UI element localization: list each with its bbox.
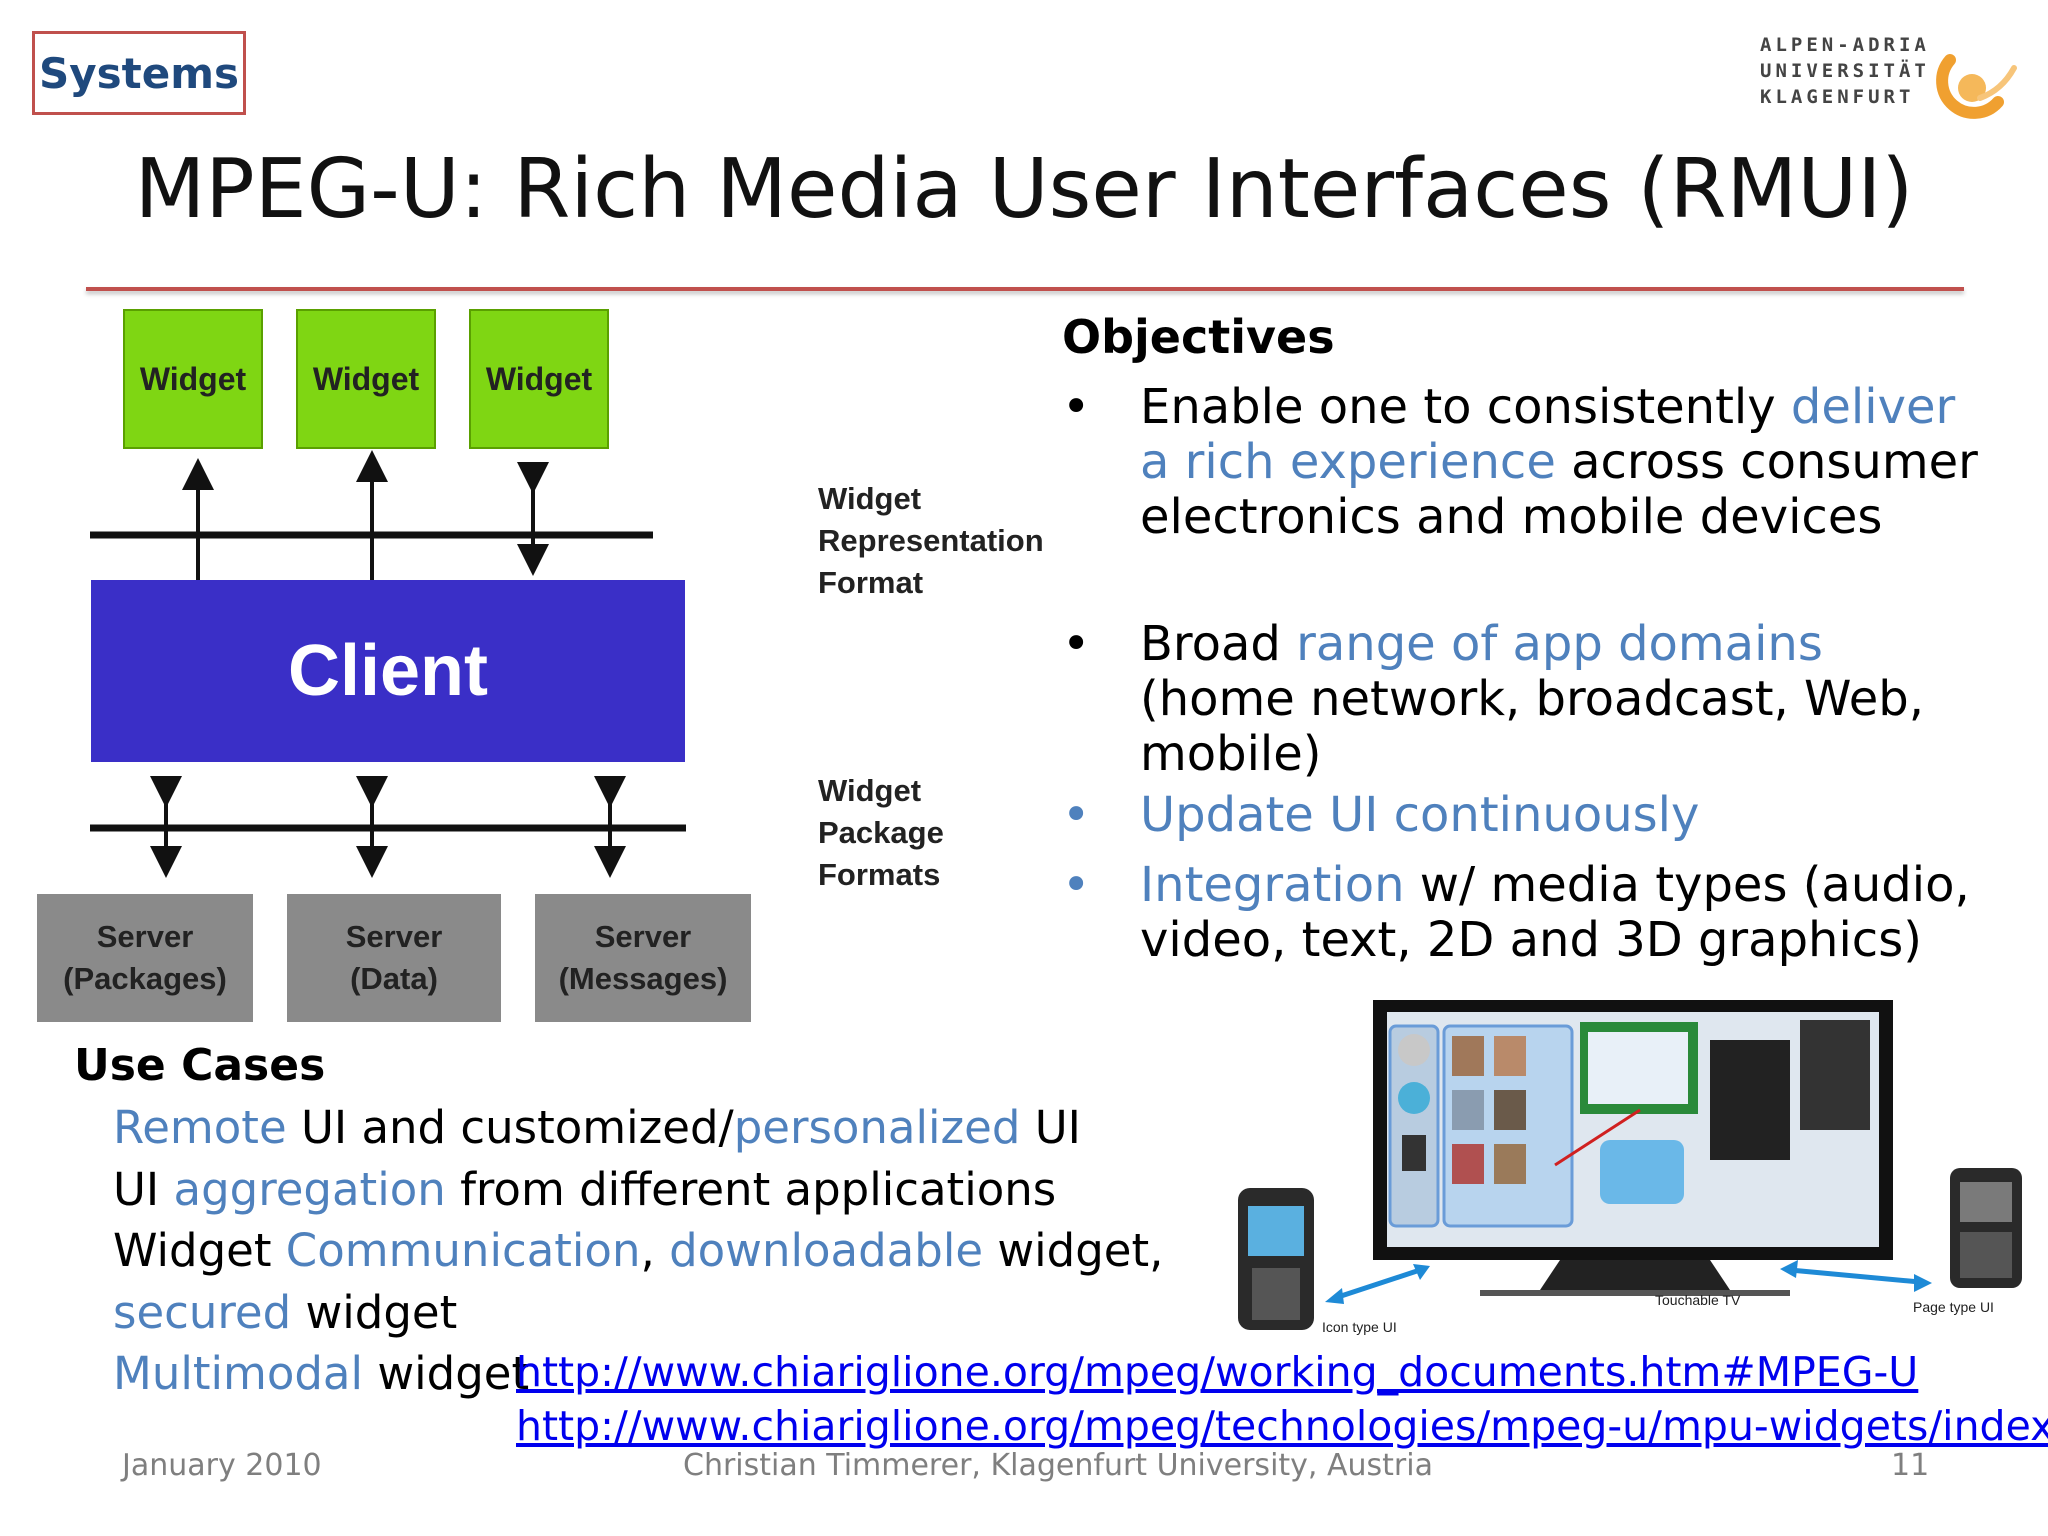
text-segment: across consumer electronics and mobile d… [1140, 434, 1978, 545]
server-label: Server [96, 919, 194, 954]
widget-representation-label: Widget Representation Format [818, 481, 1044, 600]
objective-text: Broad range of app domains (home network… [1140, 617, 1980, 782]
objective-text: Enable one to consistently deliver a ric… [1140, 380, 1980, 545]
title-divider [86, 287, 1964, 291]
use-case-item: secured widget [113, 1283, 457, 1343]
highlighted-text: Remote [113, 1101, 287, 1154]
text-segment: w/ media types (audio, video, text, 2D a… [1140, 857, 1970, 968]
highlighted-text: range of app domains [1296, 616, 1823, 672]
touchable-tv-illustration: Icon type UI Touchable TV Page type UI [1238, 1000, 2022, 1335]
logo-line-3: KLAGENFURT [1760, 86, 1915, 108]
text-segment: (home network, broadcast, Web, mobile) [1140, 671, 1924, 782]
text-segment: , [640, 1224, 670, 1277]
icon-type-ui-label: Icon type UI [1322, 1319, 1397, 1335]
highlighted-text: Integration [1140, 857, 1405, 913]
widget-box: Widget [123, 309, 263, 449]
text-segment: UI [113, 1162, 174, 1216]
highlighted-text: secured [113, 1285, 292, 1339]
page-type-ui-label: Page type UI [1913, 1299, 1994, 1315]
diagram-connectors [90, 450, 686, 878]
text-segment: Enable one to consistently [1140, 379, 1791, 435]
text-segment: widget, [983, 1224, 1164, 1277]
section-tag: Systems [32, 31, 246, 115]
server-label: Server [594, 919, 692, 954]
logo-line-1: ALPEN-ADRIA [1760, 34, 1930, 56]
use-cases-heading: Use Cases [74, 1040, 326, 1091]
tv-stand [1540, 1260, 1730, 1290]
text-segment: UI [1020, 1101, 1081, 1154]
bullet-icon: • [1062, 857, 1091, 913]
widget-package-label: Widget Package Formats [818, 773, 944, 892]
server-sublabel: (Messages) [558, 961, 728, 996]
logo-line-2: UNIVERSITÄT [1760, 60, 1930, 82]
use-case-item: Widget Communication, downloadable widge… [113, 1221, 1163, 1281]
text-segment: UI and customized/ [286, 1101, 734, 1154]
mpu-widgets-link[interactable]: http://www.chiariglione.org/mpeg/technol… [516, 1402, 2048, 1450]
server-box: Server (Packages) [37, 894, 253, 1022]
highlighted-text: Multimodal [113, 1347, 364, 1400]
university-logo: ALPEN-ADRIA UNIVERSITÄT KLAGENFURT [1760, 32, 2020, 122]
slide-title: MPEG-U: Rich Media User Interfaces (RMUI… [134, 142, 1914, 237]
footer-page-number: 11 [1891, 1448, 1930, 1483]
bullet-icon: • [1062, 379, 1091, 435]
footer-author: Christian Timmerer, Klagenfurt Universit… [683, 1448, 1433, 1483]
highlighted-text: Communication [285, 1224, 641, 1277]
text-segment: widget [291, 1285, 458, 1339]
touchable-tv-label: Touchable TV [1655, 1292, 1741, 1308]
use-case-item: Multimodal widget [113, 1344, 529, 1404]
text-segment: from different applications [445, 1162, 1057, 1216]
highlighted-text: Update UI continuously [1140, 787, 1700, 843]
use-case-item: Remote UI and customized/personalized UI [113, 1098, 1081, 1158]
text-segment: Widget [113, 1224, 286, 1277]
text-segment: Broad [1140, 616, 1297, 672]
objective-text: Integration w/ media types (audio, video… [1140, 858, 1980, 968]
client-box: Client [91, 580, 685, 762]
footer-date: January 2010 [122, 1448, 322, 1483]
server-box: Server (Data) [287, 894, 501, 1022]
server-label: Server [345, 919, 443, 954]
objectives-heading: Objectives [1062, 310, 1335, 364]
highlighted-text: personalized [733, 1101, 1021, 1154]
use-case-item: UI aggregation from different applicatio… [113, 1160, 1056, 1220]
text-segment: widget [363, 1347, 530, 1400]
widget-box: Widget [296, 309, 436, 449]
highlighted-text: aggregation [173, 1162, 446, 1216]
working-documents-link[interactable]: http://www.chiariglione.org/mpeg/working… [516, 1348, 1919, 1396]
widget-box: Widget [469, 309, 609, 449]
highlighted-text: downloadable [669, 1224, 984, 1277]
server-sublabel: (Packages) [63, 961, 227, 996]
bullet-icon: • [1062, 616, 1091, 672]
server-sublabel: (Data) [350, 961, 438, 996]
highlighted-text: deliver a rich experience [1140, 379, 1956, 490]
server-box: Server (Messages) [535, 894, 751, 1022]
sun-logo-icon [1936, 54, 2017, 119]
bullet-icon: • [1062, 787, 1091, 843]
objective-text: Update UI continuously [1140, 788, 1980, 843]
